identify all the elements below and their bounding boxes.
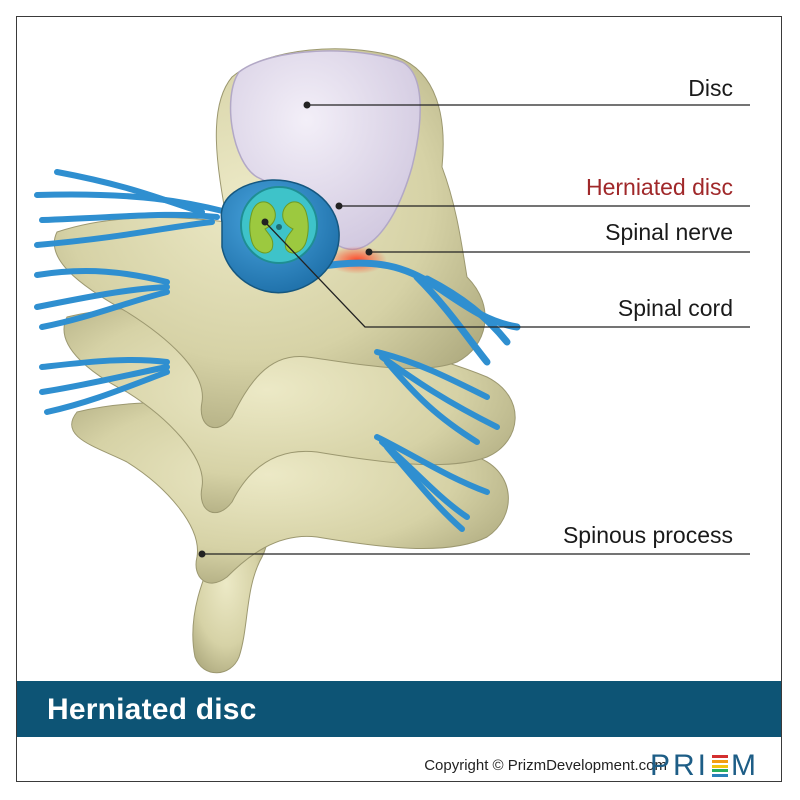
nerve-bundle-mid-left	[34, 268, 170, 330]
logo-text-right: M	[731, 749, 759, 782]
logo-color-bars	[712, 755, 728, 777]
logo-bar-blue	[712, 774, 728, 777]
label-spinal-cord: Spinal cord	[617, 295, 733, 321]
title-banner: Herniated disc	[17, 681, 781, 737]
label-herniated-disc: Herniated disc	[585, 174, 733, 200]
logo-text-left: PRI	[649, 749, 709, 782]
logo-bar-green	[712, 769, 728, 773]
logo-bar-red	[712, 755, 728, 758]
nerve-bundle-lower-left	[39, 356, 170, 415]
label-spinous-process: Spinous process	[562, 522, 733, 548]
label-disc: Disc	[688, 75, 733, 101]
prizm-logo: PRI M	[650, 745, 759, 781]
disc-shape	[229, 50, 421, 250]
nerve-bundle-upper-left	[34, 169, 230, 248]
figure-frame: Disc Herniated disc Spinal nerve Spinal …	[16, 16, 782, 782]
logo-bar-orange	[712, 759, 728, 763]
nerve-bundle-lower-right	[374, 434, 490, 532]
leader-lines	[198, 101, 750, 558]
logo-bar-yellow	[712, 764, 728, 768]
copyright-text: Copyright © PrizmDevelopment.com	[424, 757, 667, 774]
banner-title: Herniated disc	[47, 693, 257, 726]
spine-illustration	[34, 48, 750, 674]
spinal-nerve-right	[313, 259, 521, 366]
label-spinal-nerve: Spinal nerve	[605, 219, 733, 245]
spinal-cord	[240, 186, 318, 264]
nerve-bundle-mid-right	[374, 349, 500, 445]
